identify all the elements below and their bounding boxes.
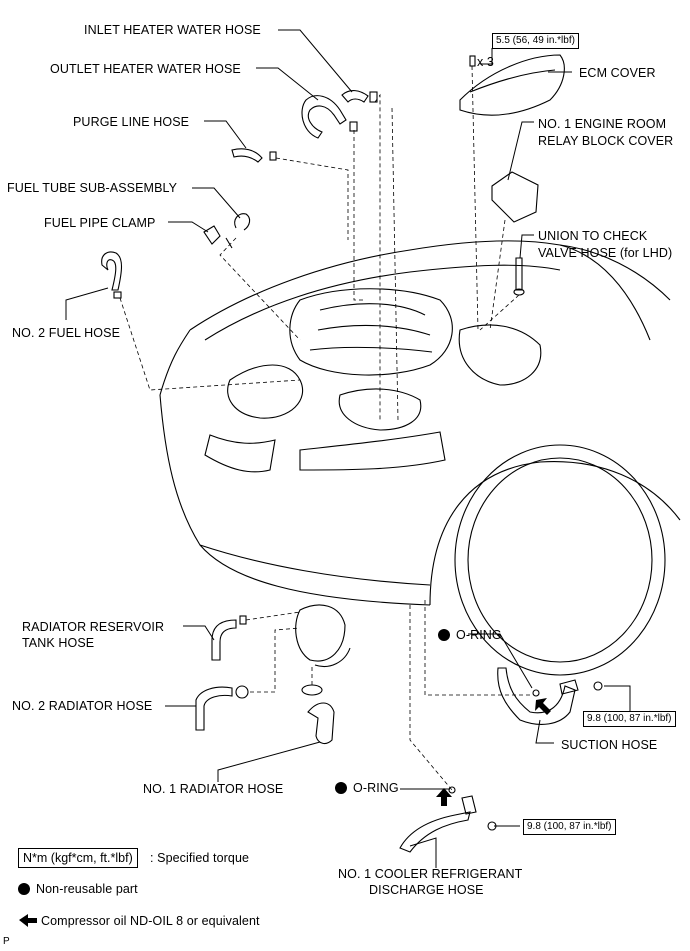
windshield xyxy=(559,244,671,301)
front-wheel-inner xyxy=(467,457,653,663)
purge-line-hose xyxy=(231,148,263,163)
label-ecm-cover: ECM COVER xyxy=(579,66,656,80)
relay-block-cover-shape xyxy=(491,171,539,223)
torque-suction-hose: 9.8 (100, 87 in.*lbf) xyxy=(583,711,676,727)
union-hose-shape xyxy=(515,257,523,291)
label-ecm-bolt-count: x 3 xyxy=(477,55,494,69)
headlight xyxy=(299,431,446,471)
label-fuel-tube-sub-assembly: FUEL TUBE SUB-ASSEMBLY xyxy=(7,181,178,195)
label-inlet-heater-water-hose: INLET HEATER WATER HOSE xyxy=(84,23,261,37)
label-radiator-reservoir-2: TANK HOSE xyxy=(22,636,95,650)
label-outlet-heater-water-hose: OUTLET HEATER WATER HOSE xyxy=(50,62,241,76)
inlet-heater-hose xyxy=(341,90,369,103)
footer-code: P xyxy=(3,936,10,947)
label-union-hose-2: VALVE HOSE (for LHD) xyxy=(538,246,673,260)
bumper-line xyxy=(199,544,431,586)
label-union-hose-1: UNION TO CHECK xyxy=(538,229,648,243)
label-o-ring-discharge: O-RING xyxy=(353,781,399,795)
hood-outline xyxy=(189,240,651,341)
label-relay-block-cover-1: NO. 1 ENGINE ROOM xyxy=(538,117,667,131)
suction-hose-shape xyxy=(497,667,576,725)
reservoir-hose-shape xyxy=(211,619,237,661)
oil-arrow-discharge xyxy=(436,788,452,806)
non-reusable-dot-icon xyxy=(438,629,450,641)
label-discharge-hose-2: DISCHARGE HOSE xyxy=(369,883,484,897)
outlet-heater-hose xyxy=(301,95,347,139)
label-no2-radiator-hose: NO. 2 RADIATOR HOSE xyxy=(12,699,153,713)
legend-arrow xyxy=(19,914,37,927)
label-fuel-pipe-clamp: FUEL PIPE CLAMP xyxy=(44,216,156,230)
label-discharge-hose-1: NO. 1 COOLER REFRIGERANT xyxy=(338,867,523,881)
water-outlet-housing xyxy=(295,604,346,662)
legend-non-reusable: Non-reusable part xyxy=(36,882,138,896)
fuel-tube xyxy=(234,213,251,231)
body-left xyxy=(159,329,191,396)
ecm-cover-shape xyxy=(459,54,565,116)
label-no1-radiator-hose: NO. 1 RADIATOR HOSE xyxy=(143,782,284,796)
engine-cover xyxy=(289,288,453,376)
legend-compressor-oil: Compressor oil ND-OIL 8 or equivalent xyxy=(41,914,260,928)
label-relay-block-cover-2: RELAY BLOCK COVER xyxy=(538,134,674,148)
discharge-hose-shape xyxy=(399,811,471,853)
fuel-pipe-clamp xyxy=(203,225,221,245)
legend-dot-icon xyxy=(18,883,30,895)
torque-discharge-hose: 9.8 (100, 87 in.*lbf) xyxy=(523,819,616,835)
grille xyxy=(204,434,276,473)
label-no2-fuel-hose: NO. 2 FUEL HOSE xyxy=(12,326,121,340)
no2-fuel-hose xyxy=(101,251,123,291)
oil-arrow-suction xyxy=(535,698,551,715)
legend-torque-unit: N*m (kgf*cm, ft.*lbf) xyxy=(18,848,138,868)
wheel-arch xyxy=(429,460,681,606)
non-reusable-dot-icon xyxy=(335,782,347,794)
no1-radiator-hose-shape xyxy=(307,702,335,745)
front-wheel xyxy=(454,444,666,676)
fender-line xyxy=(159,394,431,606)
label-suction-hose: SUCTION HOSE xyxy=(561,738,658,752)
hood-inner xyxy=(204,264,561,341)
torque-ecm-cover: 5.5 (56, 49 in.*lbf) xyxy=(492,33,579,49)
label-purge-line-hose: PURGE LINE HOSE xyxy=(73,115,190,129)
no2-radiator-hose-shape xyxy=(195,686,233,731)
label-radiator-reservoir-1: RADIATOR RESERVOIR xyxy=(22,620,165,634)
legend-torque-desc: : Specified torque xyxy=(150,851,250,865)
label-o-ring-suction: O-RING xyxy=(456,628,502,642)
